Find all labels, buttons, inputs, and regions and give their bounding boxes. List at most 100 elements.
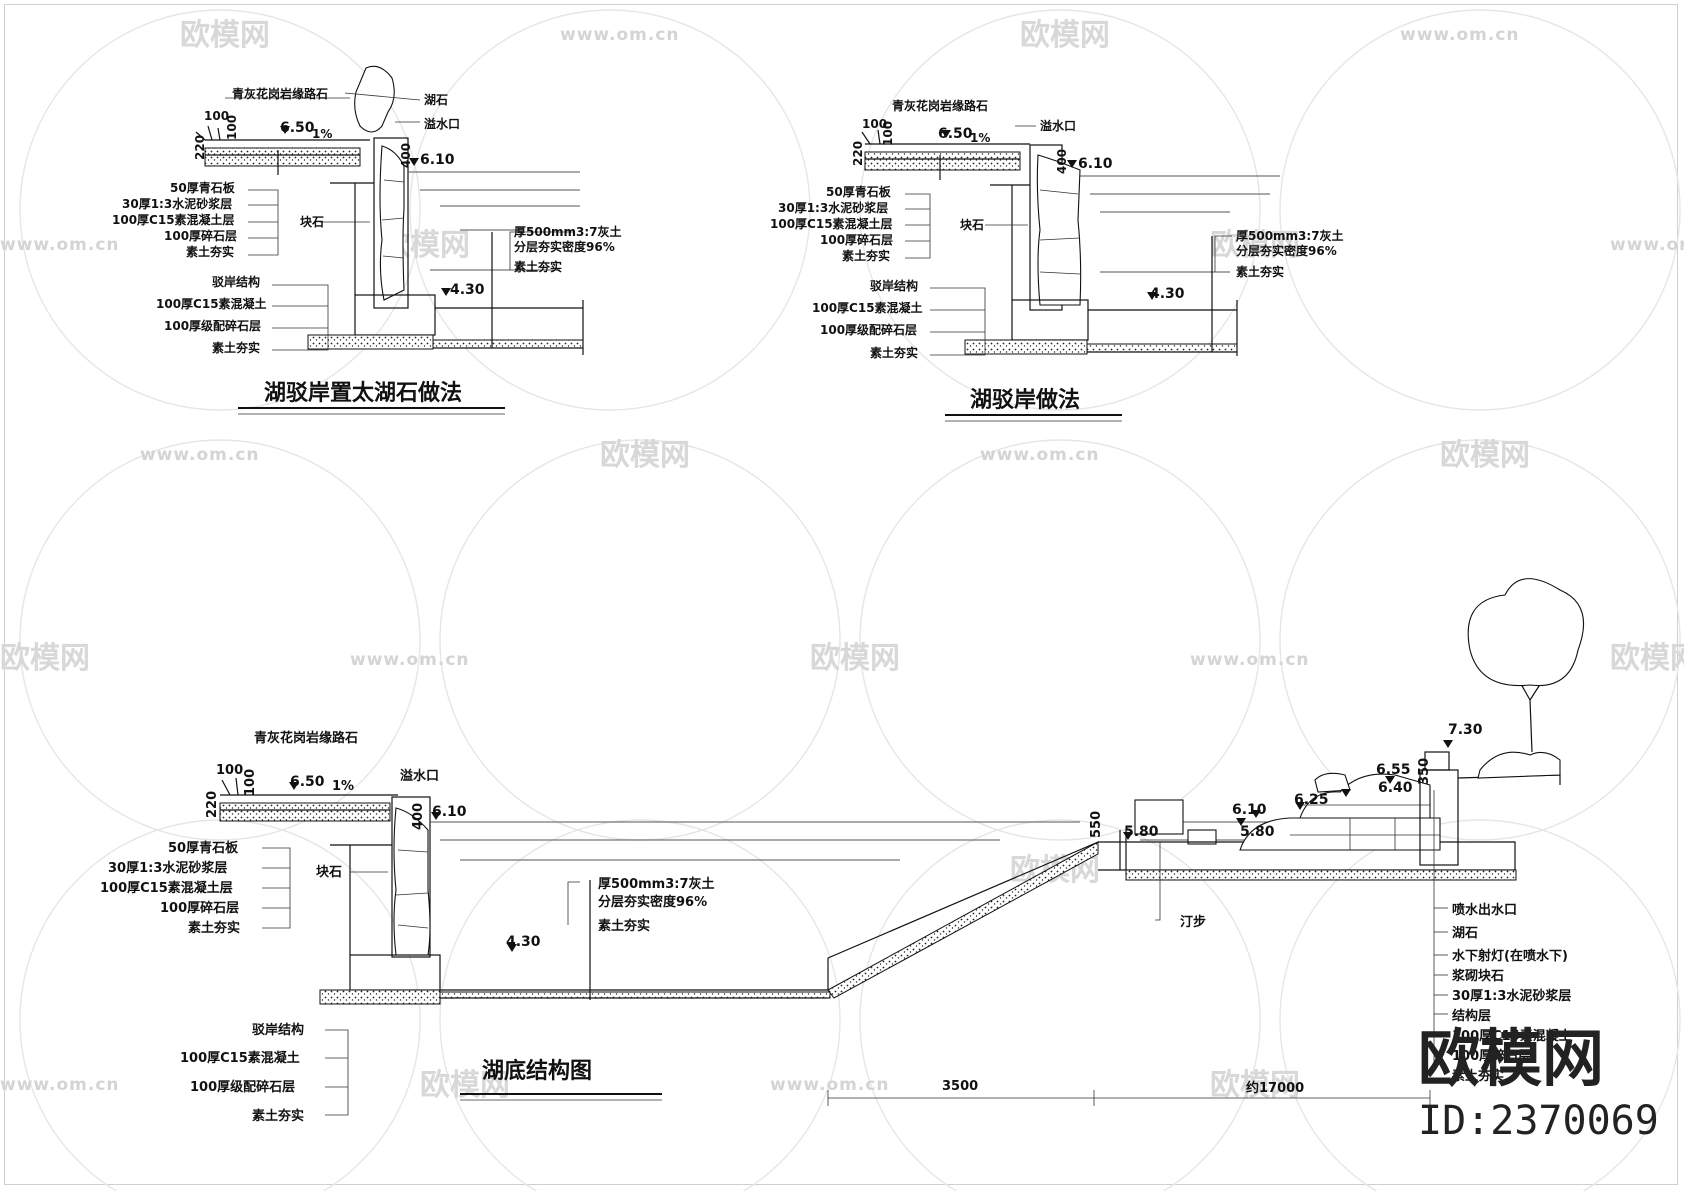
label-layer-50: 50厚青石板 — [168, 840, 239, 856]
watermark-brand: 欧模网 — [810, 641, 900, 676]
elev-650: 6.50 — [290, 774, 325, 790]
dim-100: 100 — [862, 117, 887, 131]
label-lake-stone: 湖石 — [424, 92, 448, 107]
watermark-url: www.om.cn — [0, 1075, 120, 1095]
label-lime-2: 分层夯实密度96% — [598, 894, 707, 910]
dim-400: 400 — [399, 143, 413, 168]
label-overflow: 溢水口 — [400, 768, 439, 784]
label-c15: 100厚C15素混凝土 — [812, 300, 923, 315]
watermark-brand: 欧模网 — [600, 438, 690, 473]
label-c15: 100厚C15素混凝土 — [180, 1050, 300, 1066]
label-soil-2: 素土夯实 — [212, 340, 260, 355]
detail-c-title: 湖底结构图 — [482, 1058, 592, 1084]
label-soil-4: 素土夯实 — [1452, 1068, 1504, 1084]
label-structure: 驳岸结构 — [870, 278, 918, 293]
detail-a: 青灰花岗岩缘路石 湖石 溢水口 块石 50厚青石板 30厚1:3水泥砂浆层 10… — [112, 65, 622, 415]
watermark-brand: 欧模网 — [1440, 438, 1530, 473]
watermark-url: www.om.cn — [1400, 25, 1520, 45]
label-graded: 100厚级配碎石层 — [164, 318, 261, 333]
label-soil-3: 素土夯实 — [598, 918, 650, 934]
elev-655: 6.55 — [1376, 762, 1411, 778]
dim-slope: 1% — [332, 779, 354, 794]
label-curb: 青灰花岗岩缘路石 — [892, 98, 988, 113]
label-c15-2: 100厚C15素混凝土 — [1452, 1028, 1572, 1044]
watermark-brand: 欧模网 — [0, 641, 90, 676]
label-fountain: 喷水出水口 — [1452, 902, 1517, 918]
dim-100b: 100 — [881, 121, 895, 146]
label-soil-3: 素土夯实 — [514, 259, 562, 274]
label-soil-2: 素土夯实 — [870, 345, 918, 360]
dim-100b: 100 — [243, 769, 258, 796]
label-block-stone: 块石 — [960, 217, 984, 232]
label-lake-stone: 湖石 — [1452, 926, 1478, 941]
label-mortar: 30厚1:3水泥砂浆层 — [1452, 988, 1571, 1004]
elev-610: 6.10 — [432, 804, 467, 820]
elev-650: 6.50 — [938, 126, 973, 142]
sheet-border — [4, 4, 1678, 1185]
label-curb: 青灰花岗岩缘路石 — [254, 730, 358, 746]
dim-100: 100 — [216, 763, 243, 778]
label-layer-gravel: 100厚碎石层 — [160, 900, 239, 916]
detail-c: 青灰花岗岩缘路石 溢水口 块石 50厚青石板 30厚1:3水泥砂浆层 100厚C… — [100, 578, 1585, 1124]
dim-span-2: 约17000 — [1246, 1080, 1304, 1096]
brand-watermark: 欧模网 ID:2370069 — [1418, 1022, 1659, 1144]
label-block-stone: 块石 — [300, 214, 324, 229]
elev-430: 4.30 — [450, 282, 485, 298]
label-layer-50: 50厚青石板 — [170, 180, 236, 195]
watermark-url: www.om.cn — [0, 235, 120, 255]
watermark-brand: 欧模网 — [1020, 18, 1110, 53]
watermark-url: www.om.cn — [140, 445, 260, 465]
elev-610: 6.10 — [1078, 156, 1113, 172]
label-soil-2: 素土夯实 — [252, 1108, 304, 1124]
label-layer-50: 50厚青石板 — [826, 184, 892, 199]
label-lime-1: 厚500mm3:7灰土 — [598, 876, 715, 892]
elev-580b: 5.80 — [1240, 824, 1275, 840]
label-block-stone: 块石 — [316, 864, 342, 880]
label-overflow: 溢水口 — [424, 116, 460, 131]
detail-b: 青灰花岗岩缘路石 溢水口 块石 50厚青石板 30厚1:3水泥砂浆层 100厚C… — [770, 98, 1344, 422]
label-structure-layer: 结构层 — [1452, 1008, 1491, 1024]
watermark-layer: 欧模网 欧模网 欧模网 欧模网 欧模网 欧模网 欧模网 欧模网 欧模网 欧模网 … — [0, 18, 1684, 1103]
dim-400: 400 — [411, 803, 426, 830]
label-layer-c15: 100厚C15素混凝土层 — [100, 880, 233, 896]
label-graded: 100厚级配碎石层 — [820, 322, 917, 337]
label-c15: 100厚C15素混凝土 — [156, 296, 267, 311]
label-layer-gravel: 100厚碎石层 — [820, 232, 893, 247]
watermark-url: www.om.cn — [560, 25, 680, 45]
elev-640: 6.40 — [1378, 780, 1413, 796]
label-layer-c15: 100厚C15素混凝土层 — [112, 212, 235, 227]
watermark-url: www.om.cn — [1190, 650, 1310, 670]
elev-730: 7.30 — [1448, 722, 1483, 738]
label-lime-2: 分层夯实密度96% — [514, 239, 615, 254]
label-soil: 素土夯实 — [188, 920, 240, 936]
watermark-url: www.om.cn — [350, 650, 470, 670]
label-layer-30: 30厚1:3水泥砂浆层 — [778, 200, 888, 215]
dim-100b: 100 — [225, 115, 239, 140]
label-curb: 青灰花岗岩缘路石 — [232, 86, 328, 101]
label-layer-c15: 100厚C15素混凝土层 — [770, 216, 893, 231]
label-lime-1: 厚500mm3:7灰土 — [1236, 228, 1344, 243]
watermark-brand: 欧模网 — [180, 18, 270, 53]
dim-220: 220 — [851, 141, 865, 166]
watermark-url: www.om.cn — [980, 445, 1100, 465]
label-overflow: 溢水口 — [1040, 118, 1076, 133]
dim-220: 220 — [193, 135, 207, 160]
label-gravel-2: 100厚碎石层 — [1452, 1048, 1531, 1064]
watermark-url: www.om.cn — [770, 1075, 890, 1095]
elev-580a: 5.80 — [1124, 824, 1159, 840]
label-graded: 100厚级配碎石层 — [190, 1079, 295, 1095]
dim-350: 350 — [1417, 758, 1432, 785]
label-soil: 素土夯实 — [842, 248, 890, 263]
elev-625: 6.25 — [1294, 792, 1329, 808]
label-masonry: 浆砌块石 — [1451, 968, 1504, 984]
elev-610: 6.10 — [420, 152, 455, 168]
label-layer-gravel: 100厚碎石层 — [164, 228, 237, 243]
label-structure: 驳岸结构 — [252, 1022, 304, 1038]
label-soil: 素土夯实 — [186, 244, 234, 259]
elev-430: 4.30 — [1150, 286, 1185, 302]
elev-650: 6.50 — [280, 120, 315, 136]
big-brand-logo: 欧模网 — [1418, 1022, 1604, 1095]
label-soil-3: 素土夯实 — [1236, 264, 1284, 279]
